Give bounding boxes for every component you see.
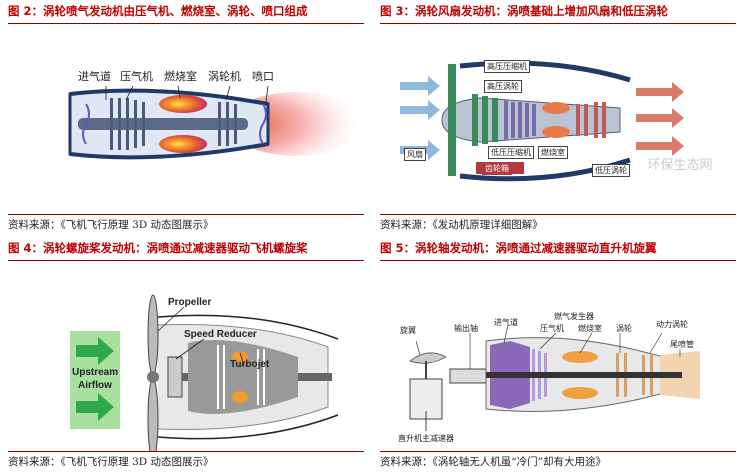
label-inlet: 进气道 [78, 70, 111, 83]
label-compressor: 压气机 [120, 70, 153, 83]
label-propeller: Propeller [168, 297, 212, 308]
figure-5: 图 5：涡轮轴发动机：涡喷通过减速器驱动直升机旋翼 [380, 237, 736, 471]
figure-3-source: 资料来源：《发动机原理详细图解》 [380, 214, 736, 234]
label-lp-compressor: 低压压缩机 [488, 146, 534, 159]
figure-3: 图 3：涡轮风扇发动机：涡喷基础上增加风扇和低压涡轮 [380, 0, 736, 234]
turboprop-drawing [70, 294, 339, 451]
label-fan: 风扇 [404, 148, 426, 161]
label-output-shaft: 输出轴 [454, 324, 478, 333]
turbojet-diagram: 进气道 压气机 燃烧室 涡轮机 喷口 [8, 24, 364, 214]
label-combustor: 燃烧室 [538, 146, 568, 159]
label-rotor: 旋翼 [400, 326, 416, 335]
turboshaft-drawing [408, 324, 700, 431]
label-compressor: 压气机 [540, 324, 564, 333]
label-upstream: Upstream [72, 367, 119, 378]
label-turbojet: Turbojet [230, 359, 270, 370]
label-gas-generator: 燃气发生器 [554, 312, 594, 321]
turbofan-diagram: 环保生态网 高压压缩机 高压涡轮 风扇 低压压缩机 燃烧室 齿轮箱 低压涡轮 [380, 24, 736, 214]
figure-4-source: 资料来源：《飞机飞行原理 3D 动态图展示》 [8, 451, 364, 471]
label-turbine: 涡轮机 [208, 70, 241, 83]
turbojet-drawing [68, 85, 364, 160]
label-gearbox: 齿轮箱 [482, 162, 512, 175]
label-airflow: Airflow [78, 380, 112, 391]
figure-5-source: 资料来源：《涡轮轴无人机虽“冷门”却有大用途》 [380, 451, 736, 471]
label-hp-turbine: 高压涡轮 [484, 80, 522, 93]
label-inlet: 进气道 [494, 318, 518, 327]
turboshaft-diagram: 旋翼 输出轴 进气道 燃气发生器 压气机 燃烧室 涡轮 动力涡轮 尾喷管 直升机… [380, 261, 736, 451]
turboprop-diagram: Propeller Speed Reducer Turbojet Upstrea… [8, 261, 364, 451]
figure-2-title: 图 2：涡轮喷气发动机由压气机、燃烧室、涡轮、喷口组成 [8, 0, 364, 24]
label-combustor: 燃烧室 [578, 324, 602, 333]
turbofan-drawing: 环保生态网 [400, 60, 713, 182]
label-power-turbine: 动力涡轮 [656, 320, 688, 329]
label-hp-compressor: 高压压缩机 [484, 60, 530, 73]
label-main-reducer: 直升机主减速器 [398, 434, 454, 443]
figure-2-source: 资料来源：《飞机飞行原理 3D 动态图展示》 [8, 214, 364, 234]
figure-3-title: 图 3：涡轮风扇发动机：涡喷基础上增加风扇和低压涡轮 [380, 0, 736, 24]
label-speed-reducer: Speed Reducer [184, 329, 257, 340]
figure-4-title: 图 4：涡轮螺旋桨发动机：涡喷通过减速器驱动飞机螺旋桨 [8, 237, 364, 261]
label-lp-turbine: 低压涡轮 [592, 164, 630, 177]
figure-2: 图 2：涡轮喷气发动机由压气机、燃烧室、涡轮、喷口组成 [8, 0, 364, 234]
watermark: 环保生态网 [647, 158, 712, 173]
label-nozzle: 喷口 [252, 70, 274, 83]
figure-5-title: 图 5：涡轮轴发动机：涡喷通过减速器驱动直升机旋翼 [380, 237, 736, 261]
label-combustor: 燃烧室 [164, 70, 197, 83]
label-exhaust: 尾喷管 [670, 340, 694, 349]
label-turbine: 涡轮 [616, 324, 632, 333]
figure-4: 图 4：涡轮螺旋桨发动机：涡喷通过减速器驱动飞机螺旋桨 [8, 237, 364, 471]
